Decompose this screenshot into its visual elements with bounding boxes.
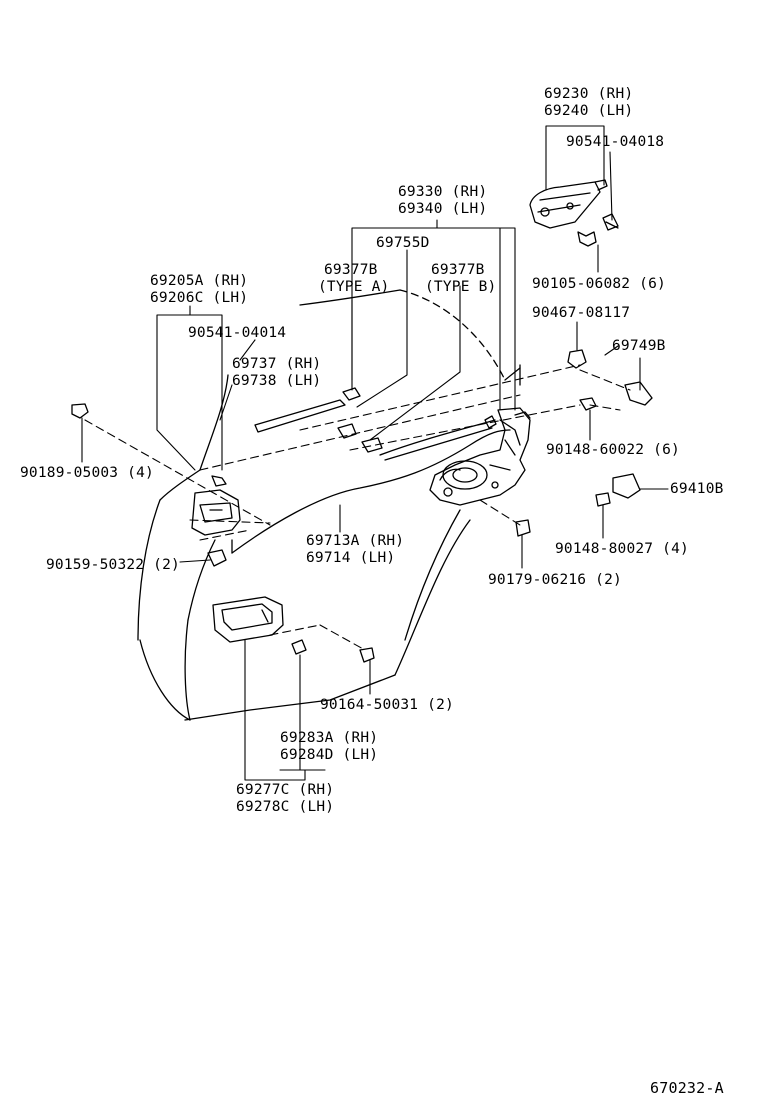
rod-clips: [337, 387, 497, 453]
label-cable-69713a: 69713A (RH) 69714 (LH): [306, 533, 405, 566]
door-lock-assembly-part: [429, 407, 531, 506]
label-rod-69737: 69737 (RH) 69738 (LH): [232, 356, 322, 389]
label-lock-assy: 69330 (RH) 69340 (LH): [398, 184, 488, 217]
door-panel-outline: [137, 289, 521, 721]
label-screw-06082: 90105-06082 (6): [532, 276, 666, 292]
label-screw-60022: 90148-60022 (6): [546, 442, 680, 458]
label-bolt-05003: 90189-05003 (4): [20, 465, 154, 481]
label-bezel-69277c: 69277C (RH) 69278C (LH): [236, 782, 335, 815]
label-part-69749b: 69749B: [612, 338, 666, 354]
label-screw-80027: 90148-80027 (4): [555, 541, 689, 557]
diagram-id: 670232-A: [650, 1079, 724, 1097]
label-screw-04018: 90541-04018: [566, 134, 665, 150]
label-striker: 69410B: [670, 481, 724, 497]
assembly-dashed-lines: [84, 364, 631, 651]
label-rod-type-a: 69377B (TYPE A): [318, 262, 390, 295]
label-outside-handle: 69230 (RH) 69240 (LH): [544, 86, 634, 119]
label-clip-08117: 90467-08117: [532, 305, 631, 321]
handle-bezel-part: [212, 596, 307, 655]
label-screw-04014: 90541-04014: [188, 325, 287, 341]
label-rod-type-b: 69377B (TYPE B): [425, 262, 497, 295]
outside-handle-part: [529, 179, 619, 247]
label-part-69755d: 69755D: [376, 235, 430, 251]
label-screw-50322: 90159-50322 (2): [46, 557, 180, 573]
leader-lines: [81, 125, 669, 781]
label-cover-69283a: 69283A (RH) 69284D (LH): [280, 730, 379, 763]
inside-handle-part: [191, 475, 241, 536]
label-inside-handle: 69205A (RH) 69206C (LH): [150, 273, 249, 306]
label-screw-50031: 90164-50031 (2): [320, 697, 454, 713]
rods-and-cables: [231, 399, 511, 554]
fasteners: [71, 349, 653, 663]
label-screw-06216: 90179-06216 (2): [488, 572, 622, 588]
